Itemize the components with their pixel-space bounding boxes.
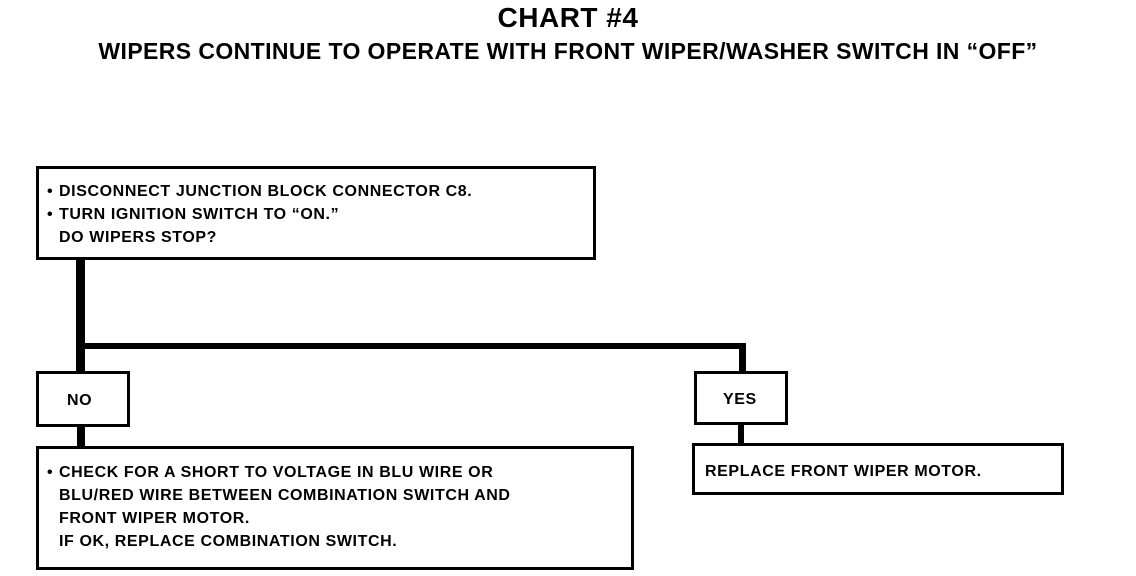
bullet-symbol: • bbox=[47, 464, 54, 481]
yes-decision-box: YES bbox=[694, 371, 788, 425]
start-step-question-text: DO WIPERS STOP? bbox=[59, 229, 218, 246]
no-result-line-4: IF OK, REPLACE COMBINATION SWITCH. bbox=[47, 530, 631, 553]
no-result-line-4-text: IF OK, REPLACE COMBINATION SWITCH. bbox=[59, 533, 398, 550]
start-step-box: • DISCONNECT JUNCTION BLOCK CONNECTOR C8.… bbox=[36, 166, 596, 260]
chart-subtitle: WIPERS CONTINUE TO OPERATE WITH FRONT WI… bbox=[98, 38, 1038, 64]
no-result-box: • CHECK FOR A SHORT TO VOLTAGE IN BLU WIR… bbox=[36, 446, 634, 570]
yes-result-text: REPLACE FRONT WIPER MOTOR. bbox=[705, 463, 982, 480]
connector-no-result-line bbox=[77, 425, 85, 448]
connector-trunk-line bbox=[76, 258, 85, 373]
bullet-symbol: • bbox=[47, 206, 54, 223]
no-decision-box: NO bbox=[36, 371, 130, 427]
no-result-line-3-text: FRONT WIPER MOTOR. bbox=[59, 510, 250, 527]
no-result-line-2-text: BLU/RED WIRE BETWEEN COMBINATION SWITCH … bbox=[59, 487, 511, 504]
yes-result-box: REPLACE FRONT WIPER MOTOR. bbox=[692, 443, 1064, 495]
no-decision-label: NO bbox=[67, 392, 93, 409]
start-step-bullet-1: • DISCONNECT JUNCTION BLOCK CONNECTOR C8. bbox=[47, 180, 593, 203]
connector-branch-line bbox=[76, 343, 746, 349]
chart-title: CHART #4 bbox=[497, 2, 639, 33]
bullet-symbol: • bbox=[47, 183, 54, 200]
no-result-line-1-text: CHECK FOR A SHORT TO VOLTAGE IN BLU WIRE… bbox=[59, 464, 494, 481]
no-result-line-2: BLU/RED WIRE BETWEEN COMBINATION SWITCH … bbox=[47, 484, 631, 507]
connector-yes-drop-line bbox=[739, 343, 746, 373]
connector-yes-result-line bbox=[738, 423, 744, 445]
start-step-question: DO WIPERS STOP? bbox=[47, 226, 593, 249]
start-step-bullet-2: • TURN IGNITION SWITCH TO “ON.” bbox=[47, 203, 593, 226]
start-step-bullet-2-text: TURN IGNITION SWITCH TO “ON.” bbox=[59, 206, 340, 223]
start-step-bullet-1-text: DISCONNECT JUNCTION BLOCK CONNECTOR C8. bbox=[59, 183, 473, 200]
no-result-line-1: • CHECK FOR A SHORT TO VOLTAGE IN BLU WIR… bbox=[47, 461, 631, 484]
no-result-line-3: FRONT WIPER MOTOR. bbox=[47, 507, 631, 530]
yes-decision-label: YES bbox=[723, 391, 757, 408]
